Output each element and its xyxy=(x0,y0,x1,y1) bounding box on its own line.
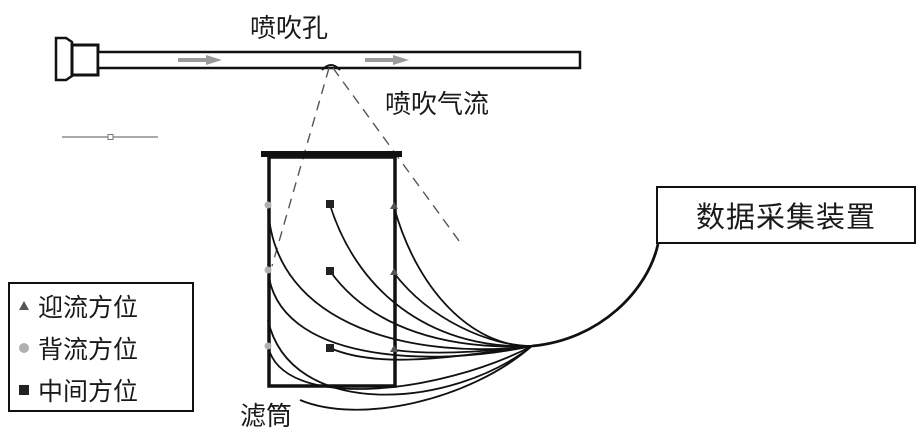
flow-arrow-left xyxy=(178,55,222,65)
pipe-end-block xyxy=(70,43,100,77)
wire-left-3 xyxy=(267,345,533,390)
data-acquisition-label: 数据采集装置 xyxy=(695,200,876,234)
legend-item-downstream: 背流方位 xyxy=(10,330,194,366)
pipe-end-cap xyxy=(54,36,74,82)
wire-left-1 xyxy=(267,204,533,351)
upstream-point-1 xyxy=(390,202,398,209)
square-icon xyxy=(10,384,38,396)
wire-right-2 xyxy=(393,272,533,347)
downstream-point-3 xyxy=(264,342,272,350)
wire-right-1 xyxy=(393,206,533,347)
wire-left-2 xyxy=(267,269,533,358)
main-cable xyxy=(531,243,660,348)
upstream-point-2 xyxy=(390,268,398,275)
legend-item-middle: 中间方位 xyxy=(10,372,194,408)
sensor-points xyxy=(264,200,398,352)
jet-cone-left xyxy=(271,67,330,267)
legend-label-downstream: 背流方位 xyxy=(38,335,139,364)
data-acquisition-box: 数据采集装置 xyxy=(656,186,916,244)
label-filter-tube: 滤筒 xyxy=(240,402,293,432)
wire-extra-1 xyxy=(267,319,533,396)
triangle-icon xyxy=(10,300,38,312)
legend-label-middle: 中间方位 xyxy=(38,377,139,406)
flow-arrow-right xyxy=(365,55,409,65)
wire-mid-1 xyxy=(329,204,533,348)
nozzle-hole xyxy=(321,64,341,71)
downstream-point-1 xyxy=(264,201,272,209)
label-nozzle-hole: 喷吹孔 xyxy=(250,14,329,44)
downstream-point-2 xyxy=(264,266,272,274)
middle-point-3 xyxy=(326,344,334,352)
wire-mid-2 xyxy=(329,270,533,348)
middle-point-2 xyxy=(326,267,334,275)
sensor-wires xyxy=(267,204,660,411)
pipe-body xyxy=(96,50,582,70)
wire-bottom-loop xyxy=(299,345,533,411)
upstream-point-3 xyxy=(390,345,398,352)
middle-point-1 xyxy=(326,200,334,208)
legend-item-upstream: 迎流方位 xyxy=(10,288,194,324)
legend-label-upstream: 迎流方位 xyxy=(38,293,139,322)
scale-mark xyxy=(62,134,158,140)
wire-right-3 xyxy=(393,345,533,354)
label-jet-airflow: 喷吹气流 xyxy=(385,90,490,120)
legend: 迎流方位 背流方位 中间方位 xyxy=(8,282,194,412)
circle-icon xyxy=(10,342,38,354)
